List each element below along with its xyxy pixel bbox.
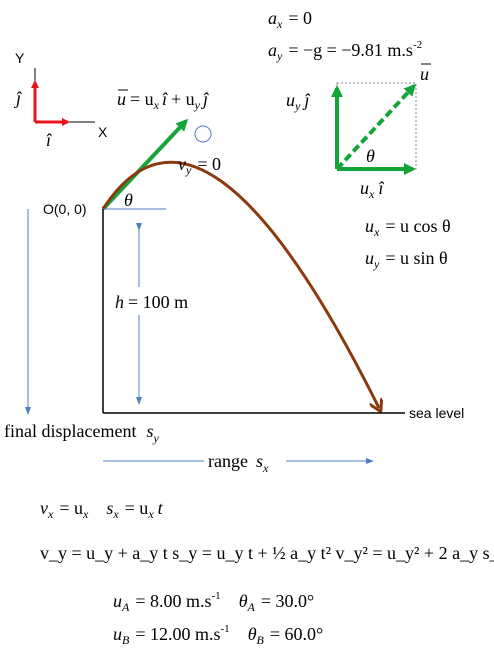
j-hat-label: ĵ <box>14 88 22 108</box>
svg-text:ax= 0: ax= 0 <box>268 8 312 31</box>
i-hat-label: î <box>46 130 52 150</box>
svg-text:u= uxî+ uyĵ: u= uxî+ uyĵ <box>117 89 209 112</box>
resultant-u-arrow <box>335 83 417 171</box>
component-equations: ux= u cos θ uy= u sin θ <box>365 216 451 271</box>
range-label-bg <box>204 448 286 474</box>
apex-marker <box>194 125 212 143</box>
vector-theta-label: θ <box>366 146 375 166</box>
x-axis-label: X <box>98 124 108 140</box>
acceleration-equations: ax= 0 ay= −g = −9.81 m.s-2 <box>268 8 422 63</box>
height-label: h= 100 m <box>115 292 188 312</box>
trajectory-curve <box>101 160 379 408</box>
unit-axes: Y X ĵ î <box>14 50 108 150</box>
equation-line-2: v_y = u_y + a_y t s_y = u_y t + ½ a_y t²… <box>40 543 494 563</box>
launch-theta-label: θ <box>124 190 133 210</box>
apex-label: vy= 0 <box>178 154 221 177</box>
svg-text:uy= u sin θ: uy= u sin θ <box>365 248 448 271</box>
svg-text:ay= −g = −9.81 m.s-2: ay= −g = −9.81 m.s-2 <box>268 39 422 63</box>
svg-text:ux= u cos θ: ux= u cos θ <box>365 216 451 239</box>
launch-velocity-arrow <box>101 118 189 211</box>
origin-label: O(0, 0) <box>43 201 87 217</box>
y-axis-label: Y <box>15 50 25 66</box>
resultant-u-label: u <box>420 64 429 84</box>
height-label-bg <box>112 287 208 315</box>
sea-level-label: sea level <box>409 405 464 421</box>
